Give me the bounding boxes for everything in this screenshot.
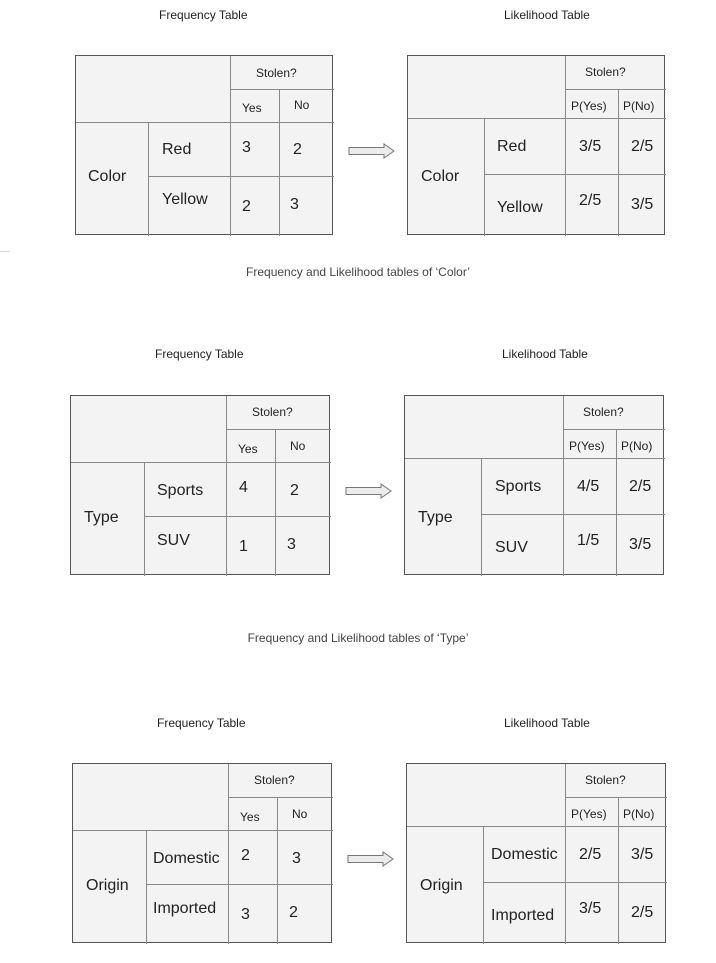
- value-label: SUV: [157, 532, 190, 549]
- value-label: Red: [497, 138, 527, 155]
- feature-label: Color: [421, 168, 460, 185]
- arrow-icon: [345, 483, 392, 499]
- table-cell: 2: [290, 482, 299, 499]
- table-cell: 2: [242, 198, 251, 215]
- likelihood-table: Stolen? P(Yes) P(No) Origin Domestic Imp…: [406, 763, 667, 944]
- table-cell: 3: [242, 139, 251, 156]
- value-label: Domestic: [153, 850, 220, 867]
- table-cell: 3/5: [631, 846, 654, 863]
- value-label: Red: [162, 141, 192, 158]
- value-label: Imported: [153, 900, 217, 917]
- table-cell: 2/5: [631, 138, 654, 155]
- table-cell: 2: [289, 904, 298, 921]
- value-label: Imported: [491, 907, 555, 924]
- table-cell: 2: [293, 141, 302, 158]
- value-label: Yellow: [162, 191, 208, 208]
- feature-label: Origin: [86, 877, 129, 894]
- table-cell: 3: [241, 906, 250, 923]
- header-p-no: P(No): [623, 807, 655, 821]
- likelihood-table: Stolen? P(Yes) P(No) Color Red Yellow 3/…: [407, 55, 666, 236]
- frequency-table: Stolen? Yes No Color Red Yellow 3 2 2 3: [75, 55, 334, 236]
- arrow-icon: [348, 143, 395, 159]
- frequency-table-title: Frequency Table: [155, 347, 244, 361]
- likelihood-table-title: Likelihood Table: [504, 8, 590, 22]
- table-cell: 3: [292, 850, 301, 867]
- header-no: No: [292, 807, 308, 821]
- likelihood-table-title: Likelihood Table: [502, 347, 588, 361]
- header-p-yes: P(Yes): [571, 807, 607, 821]
- arrow-icon: [347, 851, 394, 867]
- section-color: Frequency Table Likelihood Table Stolen?…: [0, 0, 716, 300]
- section-origin: Frequency Table Likelihood Table Stolen?…: [0, 708, 716, 963]
- group-header: Stolen?: [256, 66, 297, 80]
- table-cell: 4: [239, 479, 248, 496]
- table-cell: 3/5: [579, 138, 602, 155]
- table-cell: 3/5: [631, 196, 654, 213]
- group-header: Stolen?: [583, 405, 624, 419]
- frequency-table: Stolen? Yes No Type Sports SUV 4 2 1 3: [70, 395, 331, 576]
- section-type: Frequency Table Likelihood Table Stolen?…: [0, 340, 716, 650]
- feature-label: Origin: [420, 877, 463, 894]
- header-yes: Yes: [238, 442, 258, 456]
- caption: Frequency and Likelihood tables of ‘Type…: [247, 631, 469, 645]
- frequency-table: Stolen? Yes No Origin Domestic Imported …: [72, 763, 333, 944]
- header-yes: Yes: [240, 810, 260, 824]
- header-p-yes: P(Yes): [571, 99, 607, 113]
- value-label: Domestic: [491, 846, 558, 863]
- table-cell: 3: [290, 196, 299, 213]
- header-p-yes: P(Yes): [569, 439, 605, 453]
- table-cell: 2/5: [579, 192, 602, 209]
- value-label: Sports: [495, 478, 542, 495]
- header-p-no: P(No): [623, 99, 655, 113]
- frequency-table-title: Frequency Table: [157, 716, 246, 730]
- feature-label: Type: [418, 509, 453, 526]
- table-cell: 3/5: [629, 536, 652, 553]
- group-header: Stolen?: [252, 405, 293, 419]
- table-cell: 3/5: [579, 900, 602, 917]
- header-yes: Yes: [242, 101, 262, 115]
- table-cell: 3: [287, 536, 296, 553]
- likelihood-table-title: Likelihood Table: [504, 716, 590, 730]
- feature-label: Type: [84, 509, 119, 526]
- value-label: Sports: [157, 482, 204, 499]
- table-cell: 2: [241, 847, 250, 864]
- table-cell: 1: [239, 538, 248, 555]
- group-header: Stolen?: [254, 773, 295, 787]
- caption: Frequency and Likelihood tables of ‘Colo…: [246, 265, 470, 279]
- group-header: Stolen?: [585, 773, 626, 787]
- table-cell: 2/5: [629, 478, 652, 495]
- feature-label: Color: [88, 168, 127, 185]
- header-p-no: P(No): [621, 439, 653, 453]
- header-no: No: [294, 98, 310, 112]
- frequency-table-title: Frequency Table: [159, 8, 248, 22]
- header-no: No: [290, 439, 306, 453]
- group-header: Stolen?: [585, 65, 626, 79]
- table-cell: 1/5: [577, 532, 600, 549]
- value-label: Yellow: [497, 199, 543, 216]
- value-label: SUV: [495, 539, 528, 556]
- table-cell: 2/5: [631, 904, 654, 921]
- table-cell: 2/5: [579, 846, 602, 863]
- likelihood-table: Stolen? P(Yes) P(No) Type Sports SUV 4/5…: [404, 395, 665, 576]
- table-cell: 4/5: [577, 478, 600, 495]
